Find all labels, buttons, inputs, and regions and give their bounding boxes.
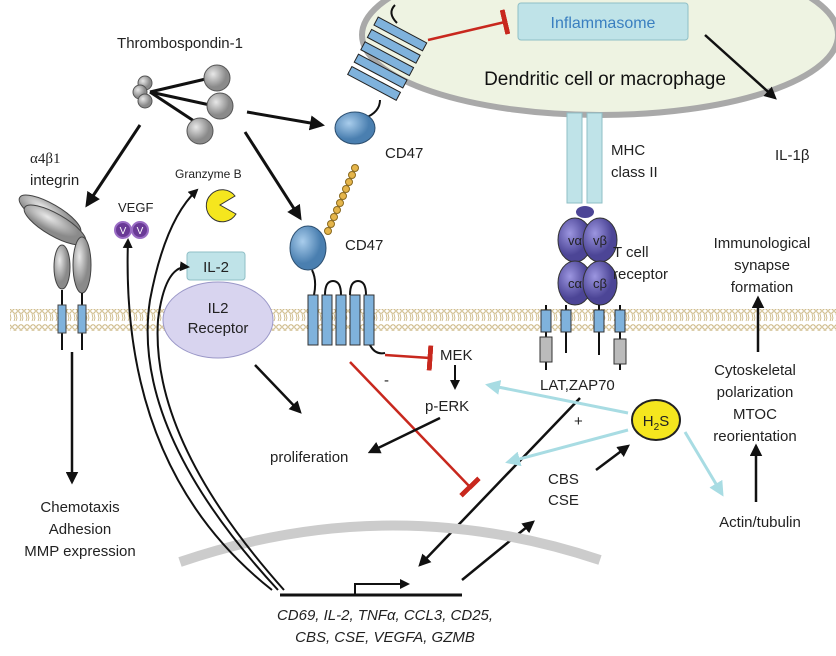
h2s-to-transcription <box>505 428 629 467</box>
il1b-label: IL-1β <box>775 147 810 164</box>
plus-sign: + <box>574 413 583 430</box>
mhc-class-ii <box>566 112 603 218</box>
svg-text:vα: vα <box>568 233 583 248</box>
thrombospondin-label: Thrombospondin-1 <box>117 35 243 52</box>
arrow-il2r-proliferation <box>254 364 302 414</box>
proliferation-label: proliferation <box>270 449 348 466</box>
svg-text:cβ: cβ <box>593 276 607 291</box>
perk-label: p-ERK <box>425 398 469 415</box>
inhibit-mek <box>384 345 434 371</box>
svg-text:vβ: vβ <box>593 233 607 248</box>
arrow-to-cd47-bottom <box>243 131 302 221</box>
thrombospondin-1 <box>132 64 234 145</box>
h2s-to-perk <box>485 379 629 415</box>
svg-text:cα: cα <box>568 276 583 291</box>
lat-label: LAT,ZAP70 <box>540 377 615 394</box>
cell-label: Dendritic cell or macrophage <box>484 69 726 90</box>
inflammasome-label: Inflammasome <box>551 15 656 32</box>
arrow-il1b <box>704 34 777 100</box>
gene-list: CD69, IL-2, TNFα, CCL3, CD25,CBS, CSE, V… <box>277 607 493 646</box>
cd47-bottom-label: CD47 <box>345 237 383 254</box>
cell-membrane <box>10 309 836 331</box>
il2-label: IL-2 <box>203 259 229 276</box>
minus-sign: - <box>384 372 389 389</box>
cd47-top-label: CD47 <box>385 145 423 162</box>
granzyme-b <box>205 189 237 223</box>
mek-label: MEK <box>440 347 473 364</box>
arrow-to-integrin <box>85 124 142 208</box>
cd47-top <box>334 4 428 145</box>
promoter-arrow <box>354 579 410 595</box>
tcr-to-nucleus <box>418 397 581 567</box>
tcr-transmembrane <box>539 305 627 370</box>
arrow-perk-proliferation <box>367 416 441 454</box>
arrow-gene-enzymes <box>461 520 535 581</box>
inhibit-inflammasome <box>427 9 511 42</box>
il2-receptor <box>162 281 274 359</box>
h2s-label: H2S <box>643 413 669 433</box>
integrin <box>18 194 92 350</box>
actin-label: Actin/tubulin <box>719 514 801 531</box>
arrow-enzymes-h2s <box>595 444 630 471</box>
nuclear-envelope <box>178 520 602 567</box>
inhibit-transcription <box>349 361 481 498</box>
t-cell-receptor: vα vβ cα cβ <box>557 217 618 306</box>
granzyme-label: Granzyme B <box>175 167 242 181</box>
svg-text:V: V <box>120 226 127 237</box>
h2s-to-actin <box>683 431 724 497</box>
cd47-bottom <box>289 164 386 355</box>
inflammasome-box <box>517 2 689 41</box>
arrow-to-cd47-top <box>246 110 325 131</box>
vegf-label: VEGF <box>118 200 153 215</box>
h2s <box>631 399 681 441</box>
secretion-arrows <box>122 188 285 591</box>
svg-text:V: V <box>137 226 144 237</box>
